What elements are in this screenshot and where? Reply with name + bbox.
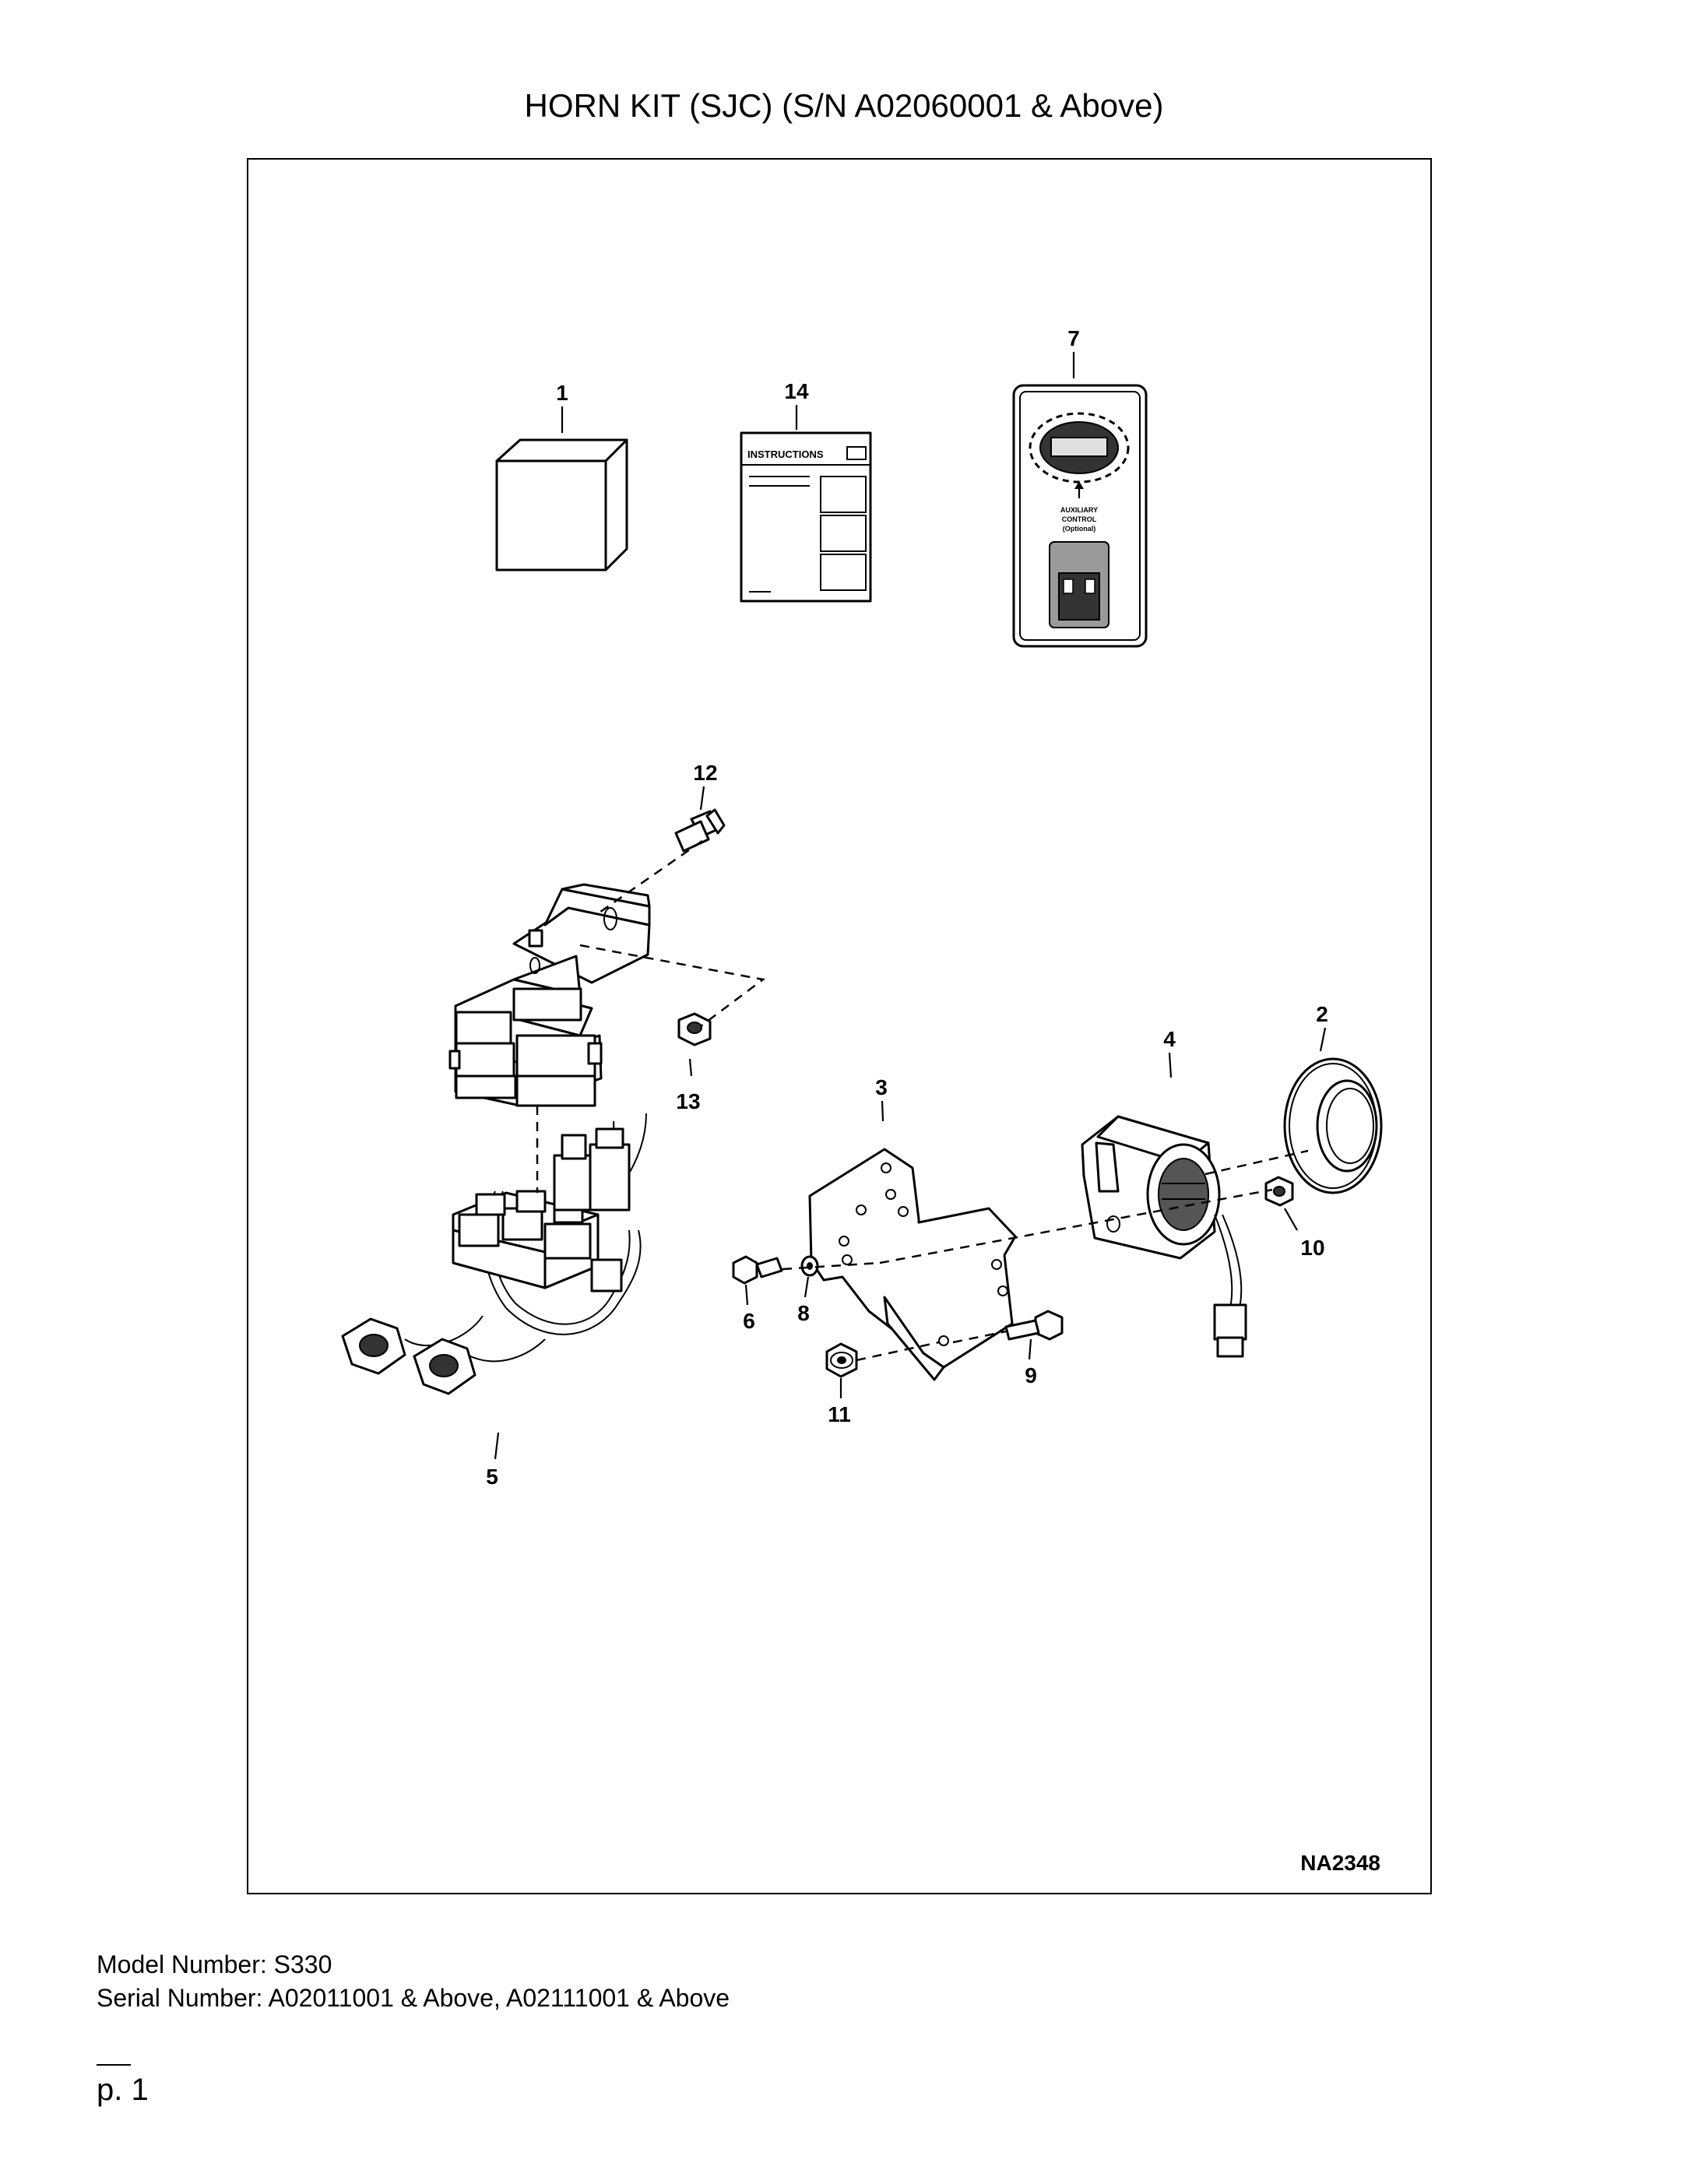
part-9-bolt	[1004, 1310, 1064, 1341]
assembly-lines	[536, 839, 1309, 1362]
relay-bracket-assembly	[448, 883, 651, 1107]
part-3-mounting-bracket	[808, 1148, 1017, 1381]
callout-2: 2	[1316, 1002, 1328, 1026]
decal-text-2: CONTROL	[1062, 515, 1097, 523]
callout-numbers: 1 2 3 4 5 6 7 8 9 10 11 12 13 14	[486, 326, 1328, 1489]
diagram-frame	[247, 158, 1432, 1894]
callout-14: 14	[784, 379, 809, 403]
part-13-nut	[677, 1012, 712, 1046]
part-14-instructions: INSTRUCTIONS	[740, 431, 872, 603]
callout-9: 9	[1025, 1363, 1037, 1387]
part-12-bolt	[674, 808, 726, 853]
page-number: p. 1	[97, 2073, 149, 2107]
callout-10: 10	[1300, 1236, 1324, 1260]
callout-4: 4	[1163, 1027, 1176, 1051]
part-1-relay-box	[495, 438, 628, 571]
part-10-nut	[1264, 1176, 1294, 1207]
callout-1: 1	[556, 381, 568, 405]
part-11-nut	[825, 1342, 858, 1378]
page-title: HORN KIT (SJC) (S/N A02060001 & Above)	[524, 87, 1164, 124]
part-7-decal: AUXILIARY CONTROL (Optional)	[1012, 384, 1148, 648]
page-divider	[97, 2064, 131, 2066]
part-4-horn	[1081, 1115, 1247, 1358]
part-2-gasket	[1283, 1057, 1383, 1194]
model-number: Model Number: S330	[97, 1950, 332, 1978]
callout-6: 6	[743, 1309, 755, 1333]
figure-code: NA2348	[1300, 1851, 1380, 1875]
decal-text-3: (Optional)	[1063, 525, 1096, 533]
callout-leaders	[494, 352, 1327, 1460]
callout-5: 5	[486, 1465, 498, 1489]
callout-7: 7	[1067, 326, 1080, 350]
part-6-bolt	[732, 1255, 783, 1285]
part-5-wire-harness	[341, 1113, 647, 1395]
part-8-washer	[800, 1255, 819, 1277]
callout-13: 13	[676, 1089, 700, 1113]
callout-3: 3	[875, 1075, 888, 1099]
decal-text-1: AUXILIARY	[1060, 506, 1098, 514]
instructions-label: INSTRUCTIONS	[747, 448, 824, 460]
serial-number: Serial Number: A02011001 & Above, A02111…	[97, 1984, 730, 2012]
callout-8: 8	[797, 1301, 810, 1325]
callout-12: 12	[693, 761, 717, 785]
callout-11: 11	[828, 1402, 851, 1426]
